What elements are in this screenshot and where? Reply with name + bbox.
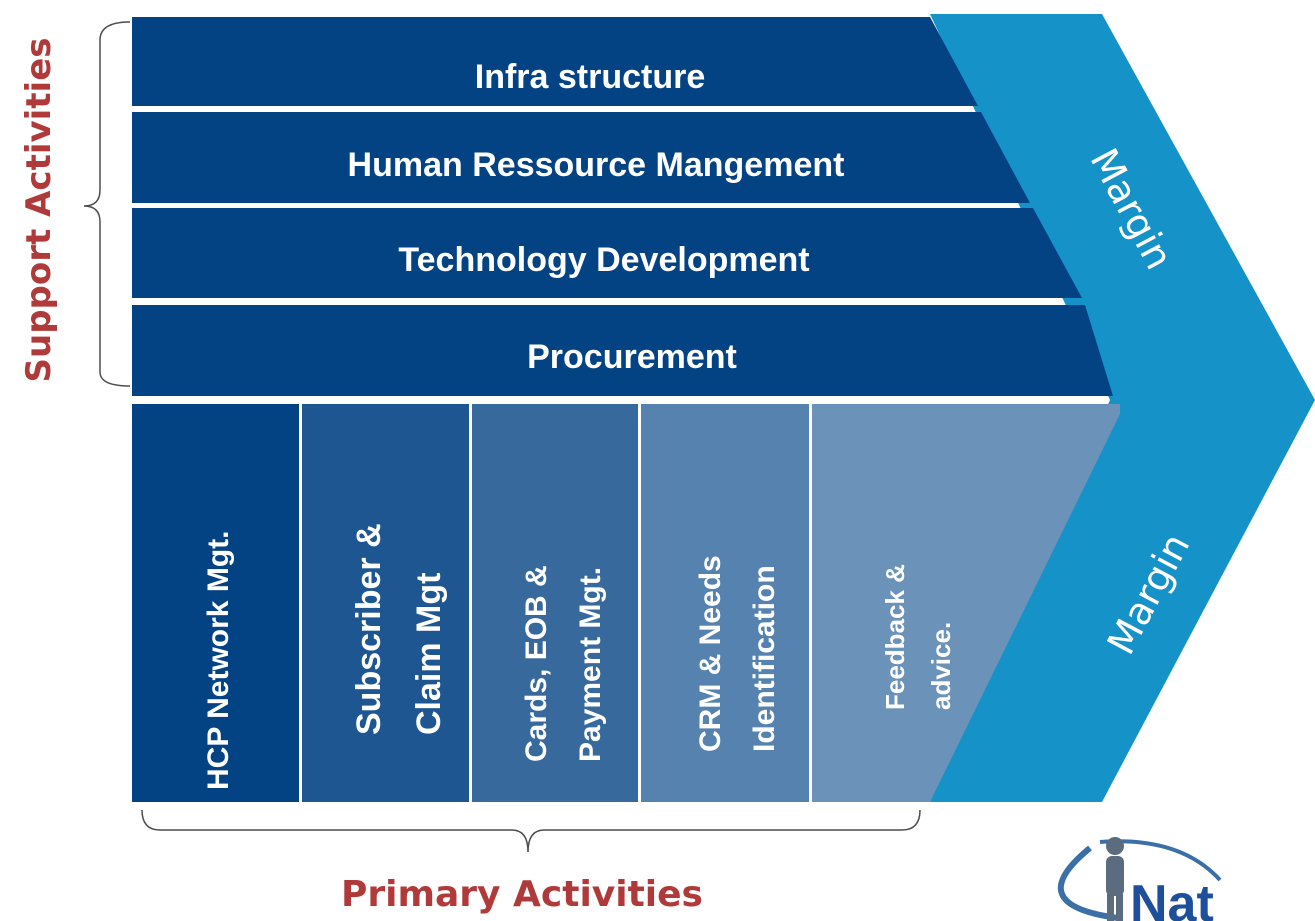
primary-column-feedback bbox=[812, 404, 1120, 802]
primary-column-cards bbox=[472, 404, 638, 802]
primary-column-label: HCP Network Mgt. bbox=[202, 531, 235, 790]
logo-figure-leg bbox=[1107, 894, 1114, 921]
primary-column-label: advice. bbox=[926, 622, 956, 710]
primary-column-label: Payment Mgt. bbox=[574, 567, 607, 762]
primary-column-label: Identification bbox=[748, 565, 781, 752]
support-row-label: Infra structure bbox=[475, 58, 706, 96]
logo-figure-head bbox=[1106, 837, 1124, 855]
primary-column-hcp bbox=[132, 404, 299, 802]
support-row-infrastructure bbox=[132, 17, 978, 106]
primary-column-label: Subscriber & bbox=[350, 523, 388, 735]
primary-column-label: Feedback & bbox=[880, 564, 910, 710]
support-activities-heading: Support Activities bbox=[19, 38, 59, 383]
logo-text: Nat bbox=[1130, 875, 1214, 921]
logo-swoosh bbox=[1058, 845, 1119, 921]
primary-column-label: CRM & Needs bbox=[694, 555, 727, 752]
primary-column-crm bbox=[641, 404, 809, 802]
support-row-label: Human Ressource Mangement bbox=[348, 146, 845, 184]
support-row-label: Technology Development bbox=[398, 241, 809, 279]
logo-figure-leg bbox=[1116, 894, 1123, 921]
logo-figure bbox=[1106, 837, 1124, 921]
support-row-label: Procurement bbox=[527, 338, 737, 376]
company-logo: Nat bbox=[1058, 837, 1222, 921]
support-row-procurement bbox=[132, 305, 1113, 396]
logo-figure-body bbox=[1106, 856, 1124, 896]
support-brace bbox=[83, 21, 131, 387]
primary-column-label: Claim Mgt bbox=[410, 573, 448, 735]
support-row-technology bbox=[132, 208, 1082, 298]
primary-activities-heading: Primary Activities bbox=[341, 874, 703, 915]
primary-column-label: Cards, EOB & bbox=[520, 565, 553, 762]
support-row-human-resource bbox=[132, 112, 1030, 203]
primary-column-subscriber bbox=[302, 404, 469, 802]
primary-brace bbox=[141, 809, 921, 853]
